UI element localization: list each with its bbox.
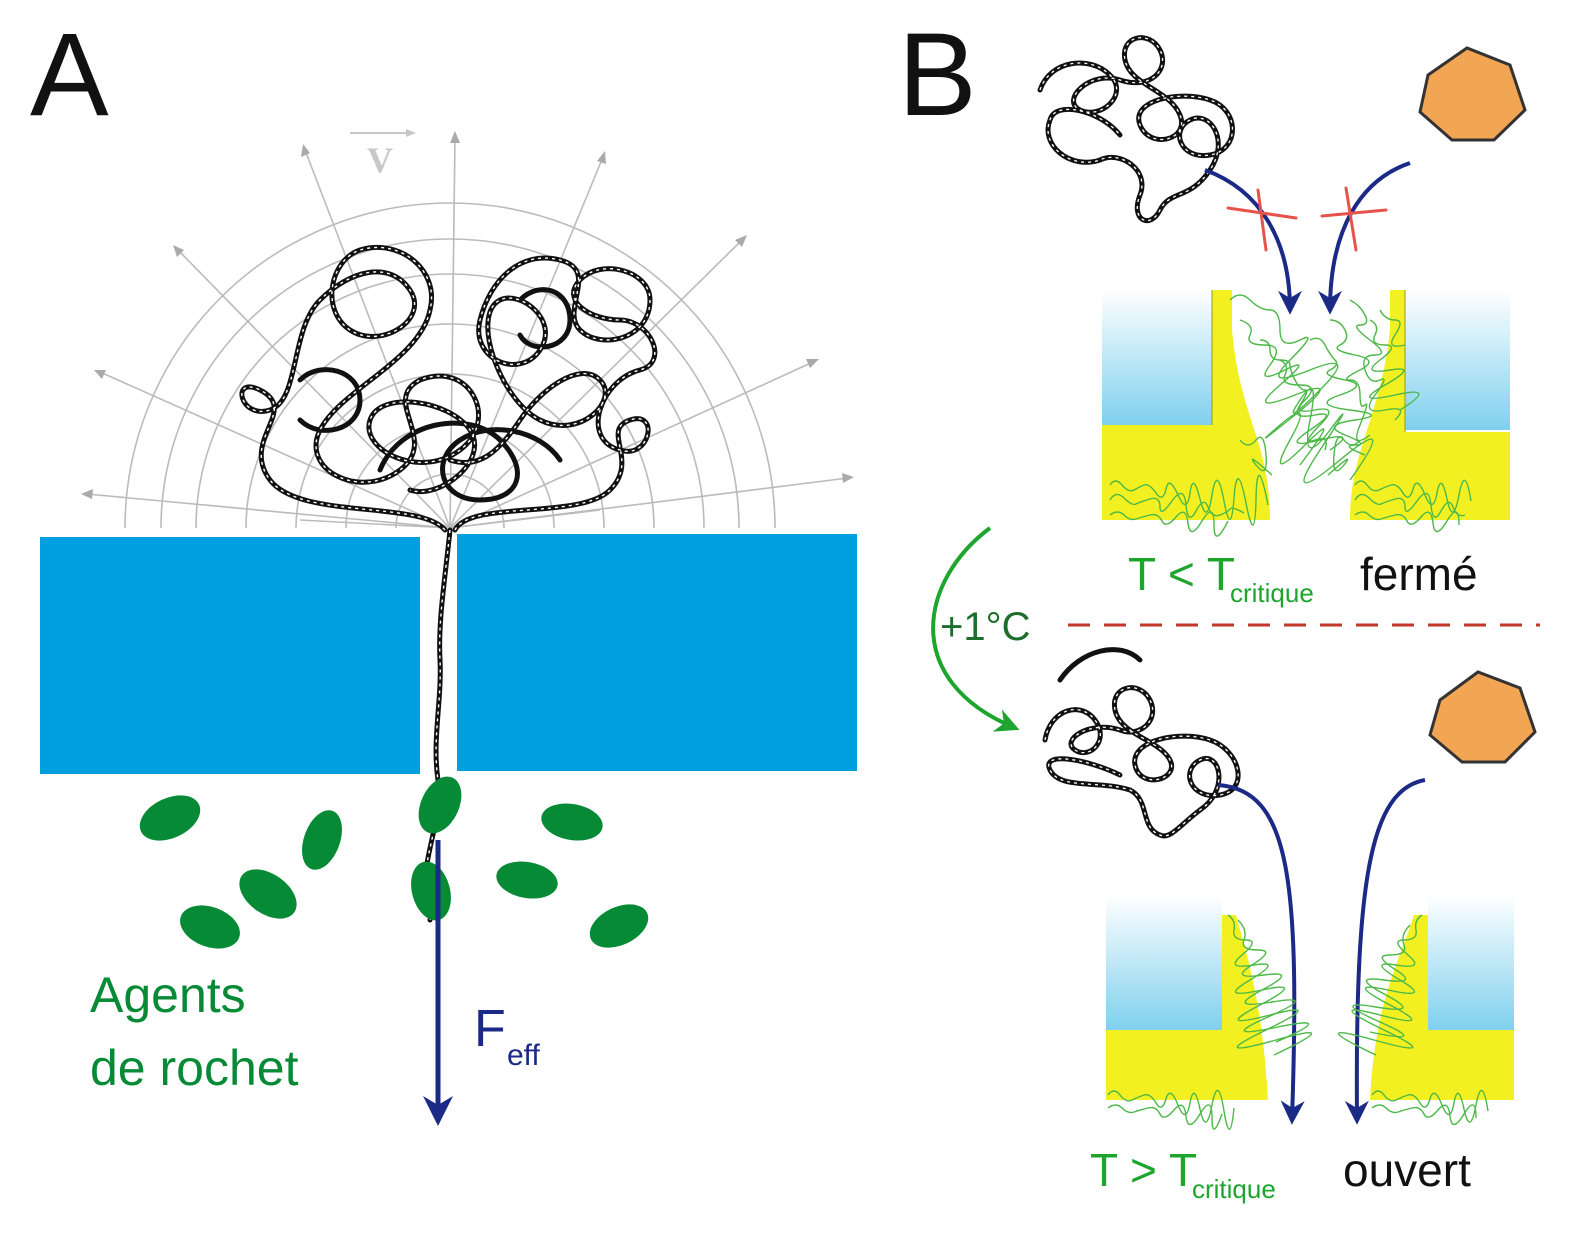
ratchet-agent: [541, 803, 603, 841]
ratchet-label-line2: de rochet: [90, 1040, 299, 1096]
grid-arrowhead: [81, 489, 93, 499]
state-closed-label: fermé: [1360, 548, 1478, 600]
velocity-grid: [86, 136, 849, 529]
water-channel-left: [1102, 290, 1212, 425]
polymer-membrane-left: [1106, 915, 1268, 1100]
blocked-x-icon: [1226, 188, 1298, 252]
grid-arc-4: [245, 323, 655, 529]
dna-entry-arrow-blocked: [1204, 168, 1302, 315]
radial-line: [177, 249, 451, 529]
dna-coil-icon: [1037, 35, 1235, 224]
radial-line: [299, 519, 451, 529]
vector-label: V: [367, 140, 393, 180]
grid-arrowhead: [842, 473, 854, 483]
polymer-brush: [1109, 294, 1472, 537]
temp-above-critical: T > T: [1090, 1144, 1197, 1196]
ratchet-agent: [496, 861, 558, 899]
ratchet-agent: [589, 904, 649, 948]
grid-arc-3: [295, 373, 605, 529]
temperature-step-arrow: [931, 526, 1020, 732]
molecule-entry-arrow-blocked: [1318, 161, 1411, 315]
radial-line: [449, 509, 601, 529]
grid-arrowhead: [597, 151, 606, 164]
radial-line: [449, 361, 814, 529]
ratchet-label-line1: Agents: [90, 967, 246, 1023]
ratchet-agent: [239, 869, 297, 919]
state-open-label: ouvert: [1343, 1144, 1471, 1196]
ratchet-agent: [302, 810, 342, 870]
grid-arc-6: [160, 238, 740, 529]
water-channel-right: [1405, 290, 1510, 430]
grid-arrowhead: [806, 359, 819, 368]
ratchet-agent: [180, 905, 240, 949]
grid-arrowhead: [301, 144, 310, 157]
water-channel-left: [1106, 895, 1222, 1030]
pore-wall-left: [40, 537, 420, 774]
polymer-brush: [1107, 914, 1489, 1130]
hexagon-molecule-icon: [1418, 46, 1527, 142]
water-channel-right: [1428, 895, 1514, 1030]
temp-below-critical-sub: critique: [1230, 578, 1314, 608]
temp-above-critical-sub: critique: [1192, 1174, 1276, 1204]
radial-line: [86, 493, 451, 529]
panel-a-letter: A: [30, 9, 109, 141]
radial-line: [304, 149, 451, 529]
grid-arrowhead: [173, 245, 184, 257]
grid-arrowhead: [94, 370, 106, 379]
dna-coil-highlight: [241, 246, 656, 921]
polymer-membrane-left: [1102, 290, 1270, 520]
grid-arrowhead: [450, 131, 460, 143]
ratchet-agent: [139, 795, 201, 841]
radial-line: [449, 239, 743, 529]
pore-closed: [1102, 290, 1510, 537]
hexagon-molecule-icon: [1428, 670, 1537, 764]
grid-arc-7: [124, 202, 776, 529]
dna-coil-highlight: [1044, 687, 1239, 837]
velocity-arrowheads: [81, 131, 854, 499]
grid-arrowhead: [735, 235, 747, 247]
ratchet-agent: [418, 776, 462, 834]
dna-coil-highlight: [1039, 37, 1233, 222]
grid-arc-5: [195, 273, 705, 529]
pore-wall-right: [457, 534, 857, 771]
panel-a: A: [30, 9, 857, 1126]
radial-line: [99, 371, 451, 529]
temp-below-critical: T < T: [1128, 548, 1235, 600]
molecule-entry-arrow-open: [1344, 778, 1426, 1125]
force-label: F: [474, 1000, 506, 1058]
panel-b-letter: B: [898, 9, 977, 141]
radial-line: [449, 136, 456, 529]
temperature-step-label: +1°C: [940, 605, 1031, 649]
pore-open: [1106, 895, 1514, 1130]
force-subscript: eff: [507, 1039, 540, 1072]
vector-arrow-head: [406, 129, 416, 137]
ratchet-agents: [139, 776, 649, 949]
dna-coil-icon: [1042, 647, 1241, 839]
polymer-membrane-right: [1370, 915, 1514, 1100]
polymer-membrane-right: [1350, 290, 1510, 520]
pore-wall-edge: [1211, 290, 1406, 432]
blocked-x-icon: [1320, 186, 1388, 252]
ratchet-agent: [411, 861, 451, 921]
panel-b: B: [898, 9, 1540, 1204]
dna-entry-arrow-open: [1217, 783, 1305, 1125]
